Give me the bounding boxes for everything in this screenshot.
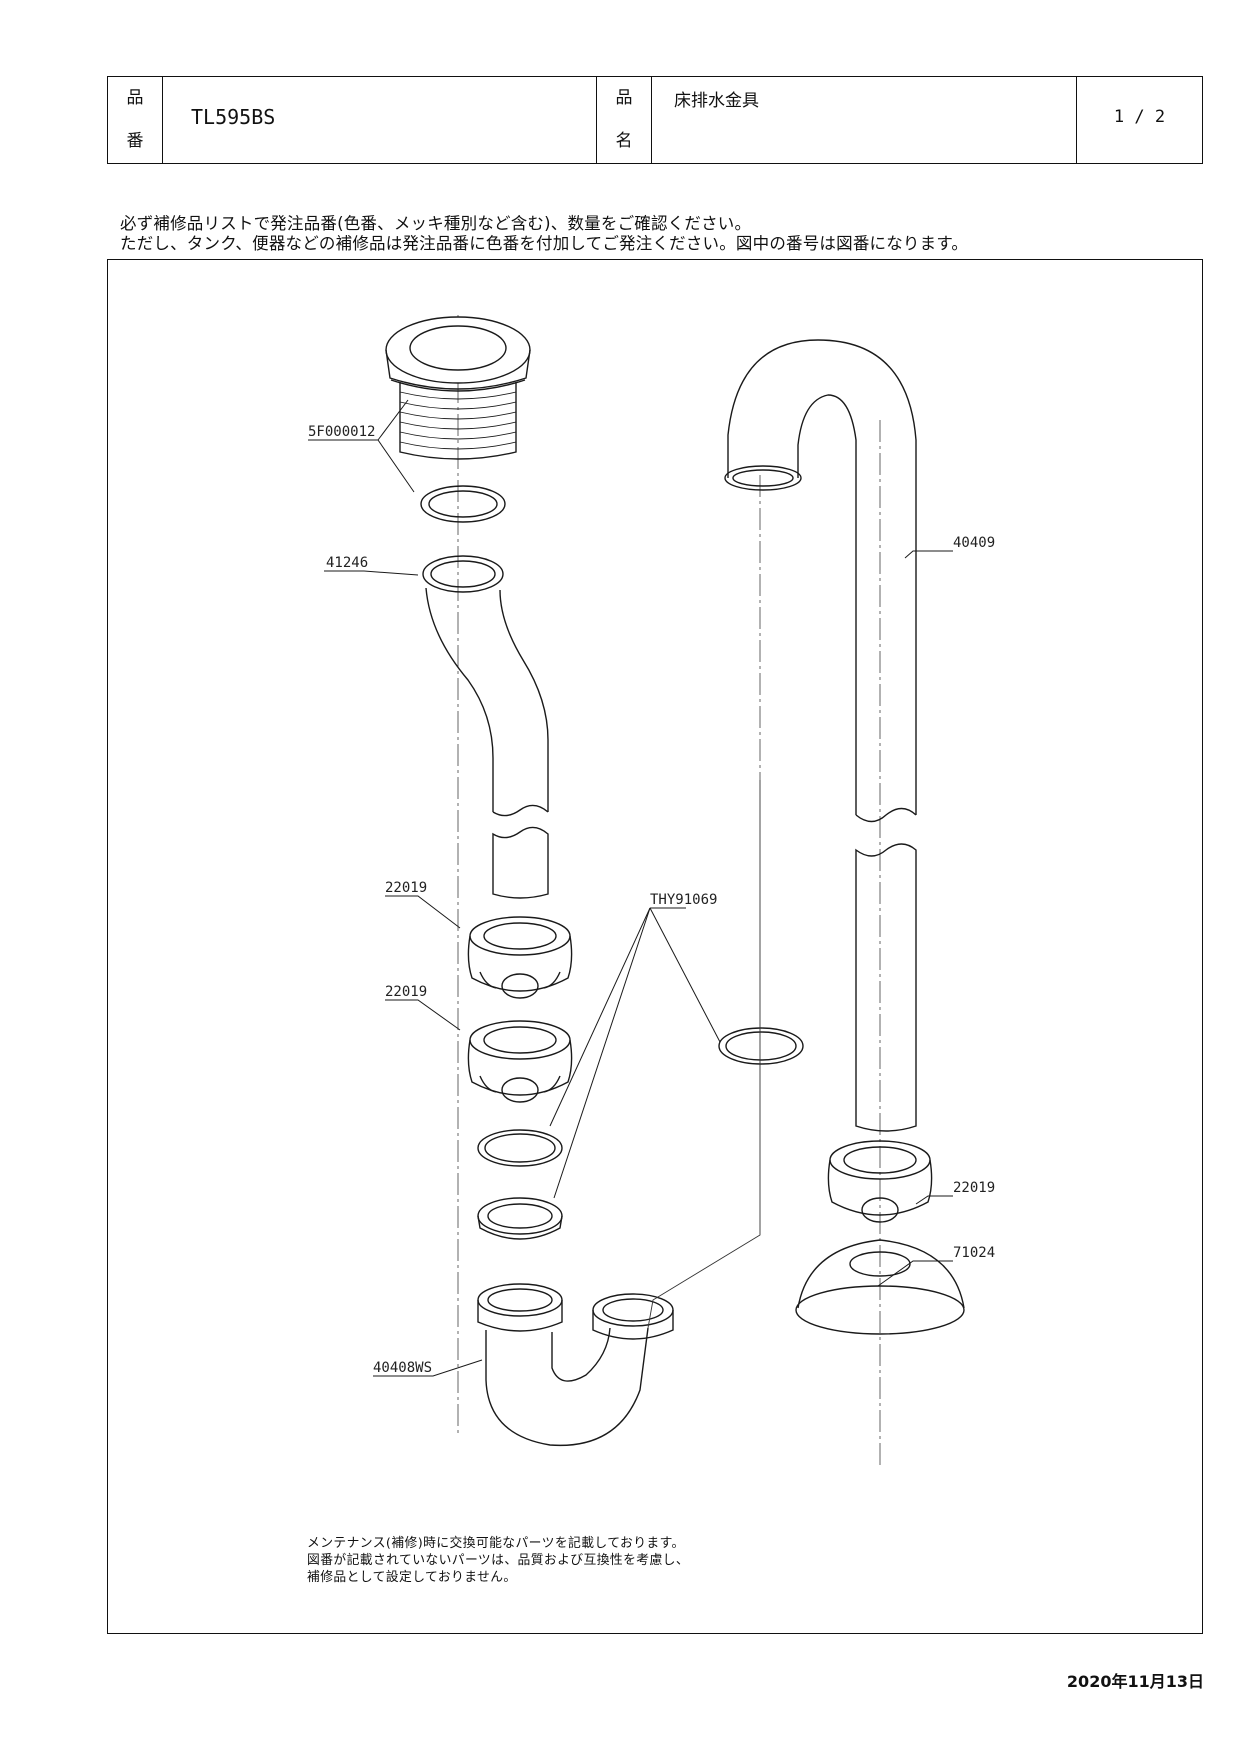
maintenance-note-line-2: 図番が記載されていないパーツは、品質および互換性を考慮し、 — [307, 1553, 690, 1568]
exploded-parts-drawing: 5F000012 41246 22019 22019 THY91069 4040… — [308, 315, 995, 1465]
product-name-label-cell: 品 名 — [596, 76, 652, 164]
maintenance-note-line-3: 補修品として設定しておりません。 — [307, 1570, 517, 1585]
cap-nut-22019-b — [467, 1020, 573, 1103]
leader-lines — [308, 399, 953, 1377]
part-label-22019-b: 22019 — [385, 984, 427, 1000]
part-label-41246: 41246 — [326, 555, 368, 571]
part-label-22019-a: 22019 — [385, 880, 427, 896]
cap-nut-22019-c — [827, 1140, 933, 1223]
packing-thy91069-a — [477, 1129, 563, 1167]
packing-thy91069-b — [477, 1197, 563, 1240]
product-name: 床排水金具 — [674, 91, 759, 111]
tailpiece-tube-41246 — [422, 555, 549, 899]
product-code-label-top: 品 — [126, 88, 144, 108]
flange-packing — [420, 485, 506, 523]
product-name-label-top: 品 — [615, 88, 633, 108]
product-code: TL595BS — [191, 105, 276, 129]
parts-drawing-frame: 5F000012 41246 22019 22019 THY91069 4040… — [107, 259, 1203, 1634]
part-label-5f000012: 5F000012 — [308, 424, 375, 440]
product-code-label-bottom: 番 — [126, 131, 144, 151]
product-code-cell: TL595BS — [162, 76, 597, 164]
product-name-label-bottom: 名 — [615, 131, 633, 151]
drain-flange-5f000012 — [385, 316, 531, 460]
part-label-thy91069: THY91069 — [650, 892, 717, 908]
cap-nut-22019-a — [467, 916, 573, 999]
product-name-cell: 床排水金具 — [651, 76, 1077, 164]
product-code-label-cell: 品 番 — [107, 76, 163, 164]
part-label-40408ws: 40408WS — [373, 1360, 432, 1376]
part-label-40409: 40409 — [953, 535, 995, 551]
page-number: 1 / 2 — [1113, 107, 1166, 127]
ordering-notice-line-2: ただし、タンク、便器などの補修品は発注品番に色番を付加してご発注ください。図中の… — [120, 234, 969, 253]
part-label-71024: 71024 — [953, 1245, 995, 1261]
issue-date: 2020年11月13日 — [1066, 1672, 1204, 1691]
maintenance-note-line-1: メンテナンス(補修)時に交換可能なパーツを記載しております。 — [307, 1536, 685, 1551]
ordering-notice-line-1: 必ず補修品リストで発注品番(色番、メッキ種別など含む)、数量をご確認ください。 — [120, 214, 752, 233]
j-bend-pipe-40409 — [724, 339, 917, 1132]
packing-thy91069-c — [718, 1027, 804, 1065]
part-label-22019-c: 22019 — [953, 1180, 995, 1196]
center-lines — [457, 315, 881, 1465]
floor-cover-71024 — [795, 1239, 965, 1335]
connector-line — [647, 780, 761, 1329]
title-block: 品 番 TL595BS 品 名 床排水金具 1 / 2 — [107, 76, 1203, 164]
part-labels: 5F000012 41246 22019 22019 THY91069 4040… — [308, 424, 995, 1376]
page-number-cell: 1 / 2 — [1076, 76, 1203, 164]
p-trap-40408ws — [477, 1283, 674, 1447]
